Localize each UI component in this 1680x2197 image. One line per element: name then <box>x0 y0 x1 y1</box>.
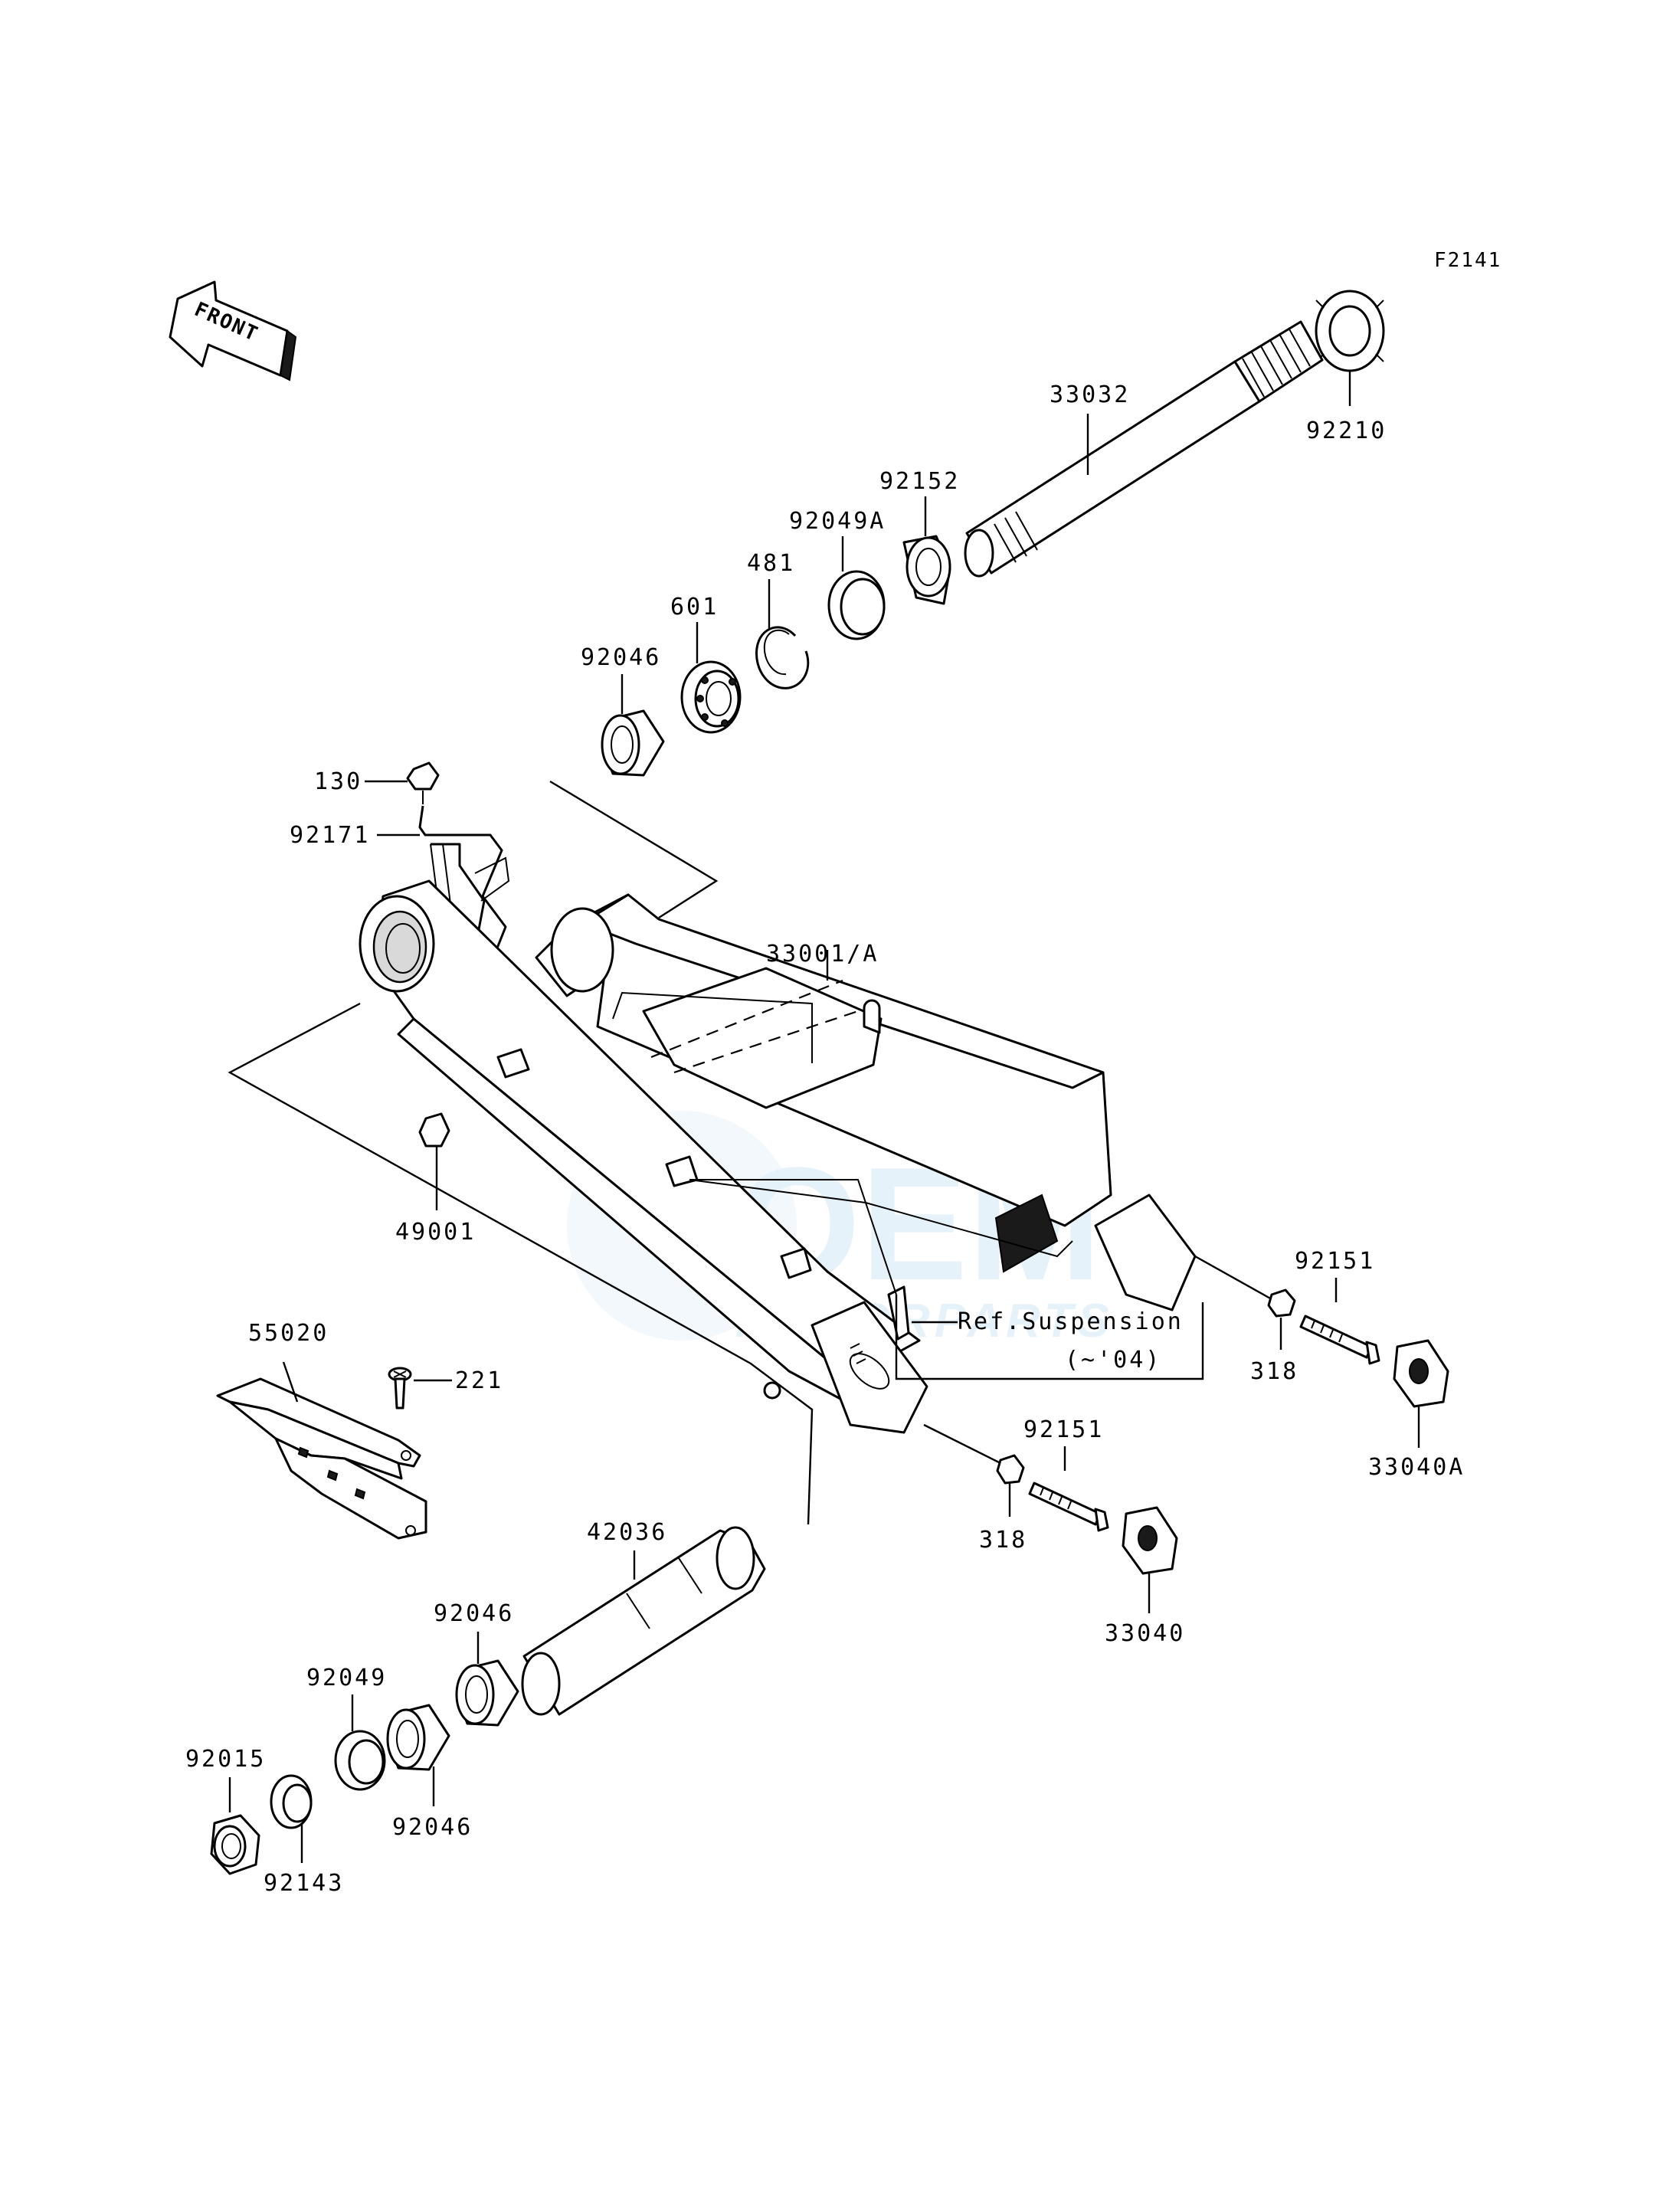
part-33001A-swingarm <box>359 879 1197 1434</box>
label-92151-mid: 92151 <box>1023 1416 1104 1443</box>
part-92143-collar <box>270 1774 313 1863</box>
label-33032: 33032 <box>1050 381 1130 408</box>
part-55020-chain-slider <box>216 1361 427 1540</box>
label-601: 601 <box>670 594 719 620</box>
label-92046-low: 92046 <box>392 1814 473 1841</box>
label-92210: 92210 <box>1306 417 1387 444</box>
part-318-nut-mid <box>996 1454 1025 1517</box>
front-arrow-icon: FRONT <box>169 280 297 381</box>
part-481-circlip <box>755 579 810 689</box>
label-33001A: 33001/A <box>766 941 879 968</box>
part-318-nut-right <box>1267 1288 1296 1350</box>
part-33032-pivot-shaft <box>964 320 1324 578</box>
part-42036-pivot-sleeve <box>521 1526 766 1716</box>
part-92210-nut <box>1315 290 1385 406</box>
reference-note-line1: Ref.Suspension <box>958 1308 1184 1335</box>
label-481: 481 <box>747 550 795 577</box>
part-33040A-chain-adjuster-plate <box>1393 1339 1449 1448</box>
label-42036: 42036 <box>587 1519 667 1546</box>
label-318-right: 318 <box>1250 1358 1298 1385</box>
label-92015: 92015 <box>185 1746 266 1773</box>
part-130-bolt <box>365 761 440 804</box>
label-33040: 33040 <box>1105 1620 1185 1647</box>
label-92143: 92143 <box>264 1870 344 1897</box>
part-92049-seal <box>334 1694 386 1791</box>
label-92049: 92049 <box>306 1665 387 1691</box>
part-92152-collar <box>902 496 951 605</box>
part-601-ball-bearing <box>680 622 742 734</box>
label-49001: 49001 <box>395 1219 476 1246</box>
label-92046-mid: 92046 <box>434 1600 514 1627</box>
label-221: 221 <box>455 1367 503 1394</box>
part-33040-chain-adjuster-plate <box>1122 1506 1178 1613</box>
label-55020: 55020 <box>248 1320 329 1347</box>
part-92151-bolt-mid <box>1028 1446 1109 1532</box>
label-92151-right: 92151 <box>1295 1248 1375 1275</box>
part-92046-needle-bearing-top <box>601 674 665 777</box>
part-92015-nut <box>210 1777 260 1875</box>
reference-note-box <box>895 1295 1204 1380</box>
label-92152: 92152 <box>879 468 960 495</box>
figure-code: F2141 <box>1434 249 1502 272</box>
label-318-mid: 318 <box>979 1527 1027 1554</box>
label-33040A: 33040A <box>1368 1454 1465 1481</box>
part-49001-grease-fitting <box>418 1112 450 1210</box>
label-92046-top: 92046 <box>581 644 661 671</box>
part-221-screw <box>388 1367 452 1410</box>
label-92171: 92171 <box>290 822 370 849</box>
part-92151-bolt-right <box>1299 1278 1380 1365</box>
part-92046-needle-bearing-low <box>386 1704 450 1806</box>
label-92049A: 92049A <box>789 508 886 535</box>
part-92049A-seal <box>827 536 886 640</box>
reference-note-line2: (~'04) <box>1065 1347 1161 1374</box>
label-130: 130 <box>314 768 362 795</box>
part-92046-needle-bearing-mid <box>455 1632 519 1727</box>
